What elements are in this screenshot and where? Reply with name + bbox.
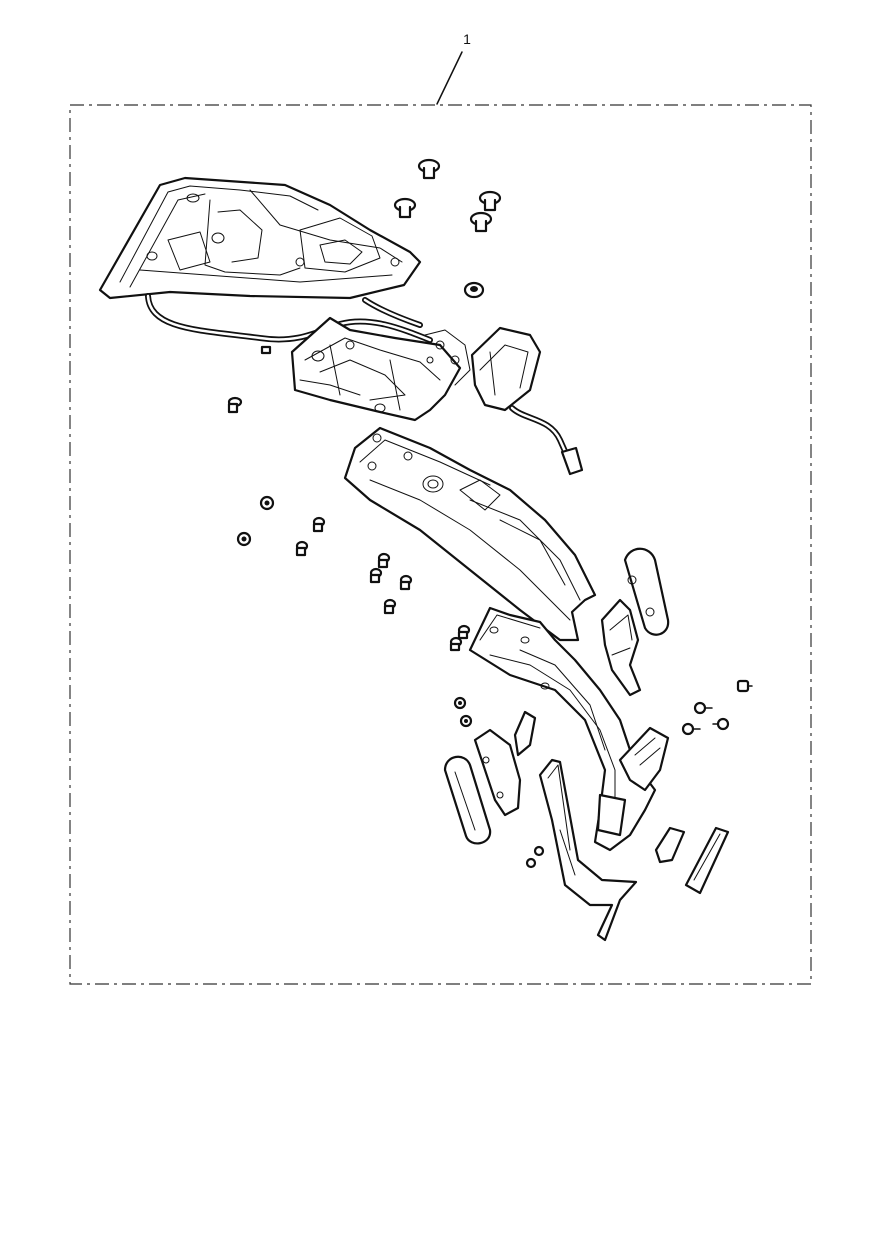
nut bbox=[259, 495, 275, 511]
screw bbox=[681, 722, 701, 736]
bolt bbox=[449, 636, 463, 652]
bolt bbox=[312, 516, 326, 533]
reflector-pad-long bbox=[684, 826, 730, 895]
reflector-pad-small bbox=[654, 826, 686, 864]
bolt bbox=[369, 567, 383, 584]
nut bbox=[459, 714, 473, 728]
reflector-left bbox=[443, 755, 492, 845]
bolt bbox=[399, 574, 413, 591]
wiring-harness bbox=[145, 293, 433, 343]
callout-1: 1 bbox=[436, 31, 471, 105]
nut bbox=[236, 531, 252, 547]
reflector-bracket-right bbox=[600, 598, 642, 697]
lamp-unit bbox=[470, 326, 584, 476]
screw bbox=[712, 717, 730, 731]
bolt bbox=[383, 598, 397, 615]
screw bbox=[693, 701, 713, 715]
bolt bbox=[227, 396, 243, 414]
fastener-group-middle bbox=[227, 345, 545, 869]
bolt bbox=[457, 624, 471, 640]
screw bbox=[736, 679, 753, 693]
light-mount-bracket bbox=[290, 316, 471, 422]
fastener-group-top bbox=[393, 158, 502, 299]
bolt bbox=[295, 540, 309, 557]
undertray-panel bbox=[98, 176, 422, 300]
dome-cap-screw bbox=[393, 197, 417, 219]
reflector-bracket-left bbox=[473, 710, 537, 817]
mudguard-lower-arm bbox=[468, 606, 670, 852]
dome-cap-screw bbox=[469, 211, 493, 233]
dome-cap-screw bbox=[478, 190, 502, 212]
callout-label: 1 bbox=[463, 31, 471, 47]
bolt bbox=[377, 552, 391, 569]
grommet bbox=[463, 281, 485, 299]
nut bbox=[525, 857, 537, 869]
reflector-right bbox=[623, 547, 670, 636]
nut bbox=[533, 845, 545, 857]
kit-boundary-frame bbox=[69, 104, 812, 985]
fastener-group-right bbox=[681, 679, 753, 736]
callout-leader-line bbox=[436, 51, 463, 105]
plate-stay bbox=[538, 758, 638, 942]
mudguard-upper-arm bbox=[343, 426, 597, 642]
nut bbox=[453, 696, 467, 710]
dome-cap-screw bbox=[417, 158, 441, 180]
cable-plug bbox=[260, 345, 272, 355]
